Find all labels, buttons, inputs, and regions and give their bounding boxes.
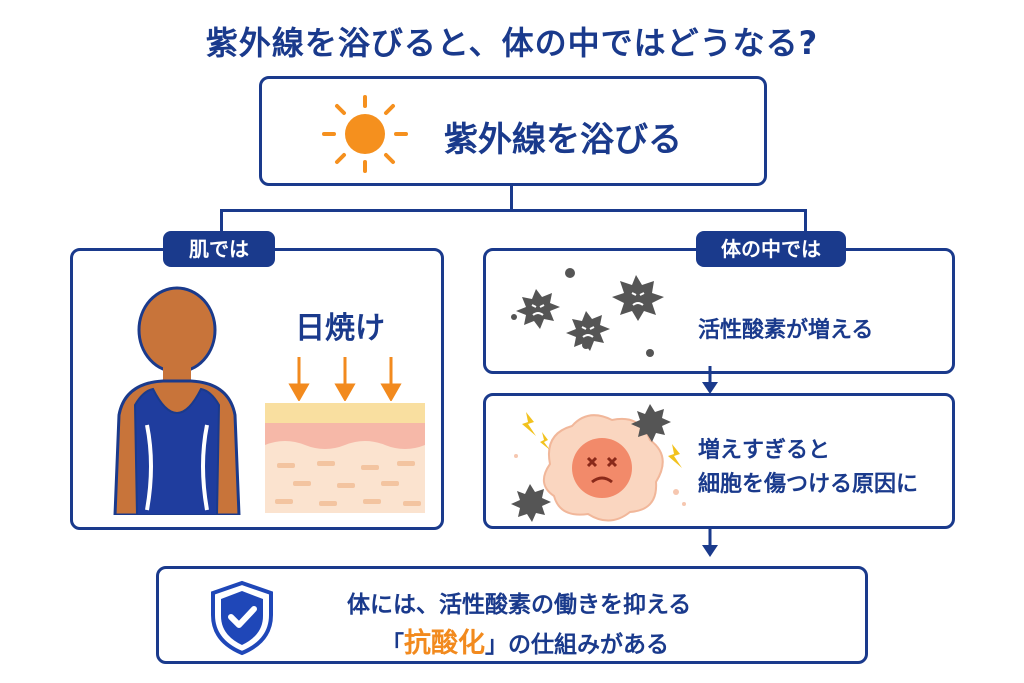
page-title: 紫外線を浴びると、体の中ではどうなる?	[205, 24, 819, 62]
arrow-down-2	[702, 527, 718, 557]
antioxidant-emphasis: 抗酸化	[404, 628, 485, 659]
antioxidant-line1: 体には、活性酸素の働きを抑える	[347, 592, 692, 618]
inside-body-tag: 体の中では	[696, 231, 846, 267]
damaged-cell-icon	[511, 404, 686, 522]
uv-arrows-icon	[288, 357, 402, 401]
connector-branch	[220, 209, 807, 212]
connector-right	[804, 209, 807, 235]
antioxidant-open-bracket: 「	[381, 632, 404, 658]
skin-tag: 肌では	[163, 231, 275, 267]
antioxidant-line2: 「抗酸化」の仕組みがある	[381, 621, 669, 660]
virus-cluster-icon	[511, 268, 664, 357]
active-oxygen-box: 活性酸素が増える	[483, 248, 955, 374]
cell-damage-line2: 細胞を傷つける原因に	[698, 472, 919, 497]
connector-trunk	[510, 186, 513, 212]
cell-damage-line1: 増えすぎると	[698, 438, 831, 463]
cell-damage-box: 増えすぎると 細胞を傷つける原因に	[483, 393, 955, 529]
shield-check-icon	[211, 580, 273, 656]
antioxidant-box: 体には、活性酸素の働きを抑える 「抗酸化」の仕組みがある	[156, 566, 868, 664]
arrow-down-1	[702, 366, 718, 394]
uv-exposure-box: 紫外線を浴びる	[259, 76, 767, 186]
skin-layers-icon	[265, 403, 425, 513]
uv-exposure-label: 紫外線を浴びる	[444, 120, 682, 160]
sunburn-label: 日焼け	[295, 311, 385, 346]
connector-left	[220, 209, 223, 235]
skin-panel: 日焼け	[70, 248, 444, 530]
antioxidant-line2-rest: 」の仕組みがある	[485, 632, 669, 658]
person-icon	[113, 286, 241, 515]
active-oxygen-label: 活性酸素が増える	[698, 318, 874, 343]
sun-icon	[322, 95, 408, 173]
